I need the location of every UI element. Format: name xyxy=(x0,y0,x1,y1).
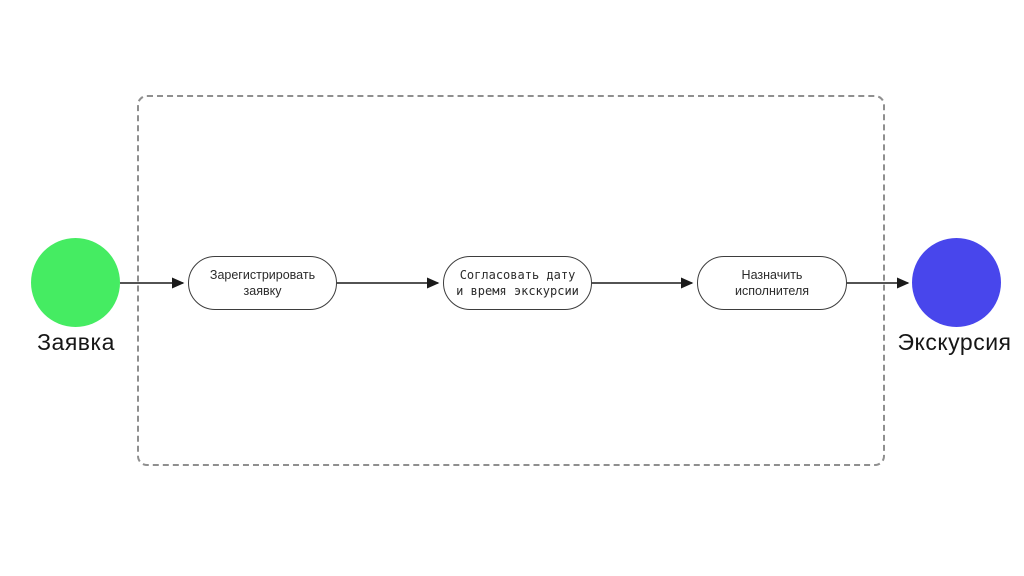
step-register-request[interactable]: Зарегистрировать заявку xyxy=(188,256,337,310)
step-label-line: и время экскурсии xyxy=(456,284,579,298)
start-node-label: Заявка xyxy=(37,329,115,355)
end-node-circle[interactable] xyxy=(912,238,1001,327)
end-node-label: Экскурсия xyxy=(897,329,1012,355)
step-label-line: Согласовать дату xyxy=(459,268,576,282)
process-boundary-frame xyxy=(137,95,885,466)
step-label-line: заявку xyxy=(243,284,282,298)
step-label-line: Назначить xyxy=(741,268,803,282)
step-assign-executor[interactable]: Назначить исполнителя xyxy=(697,256,847,310)
start-node-circle[interactable] xyxy=(31,238,120,327)
step-label-line: Зарегистрировать xyxy=(209,268,316,282)
step-label-line: исполнителя xyxy=(734,284,810,298)
step-agree-date-time[interactable]: Согласовать дату и время экскурсии xyxy=(443,256,592,310)
